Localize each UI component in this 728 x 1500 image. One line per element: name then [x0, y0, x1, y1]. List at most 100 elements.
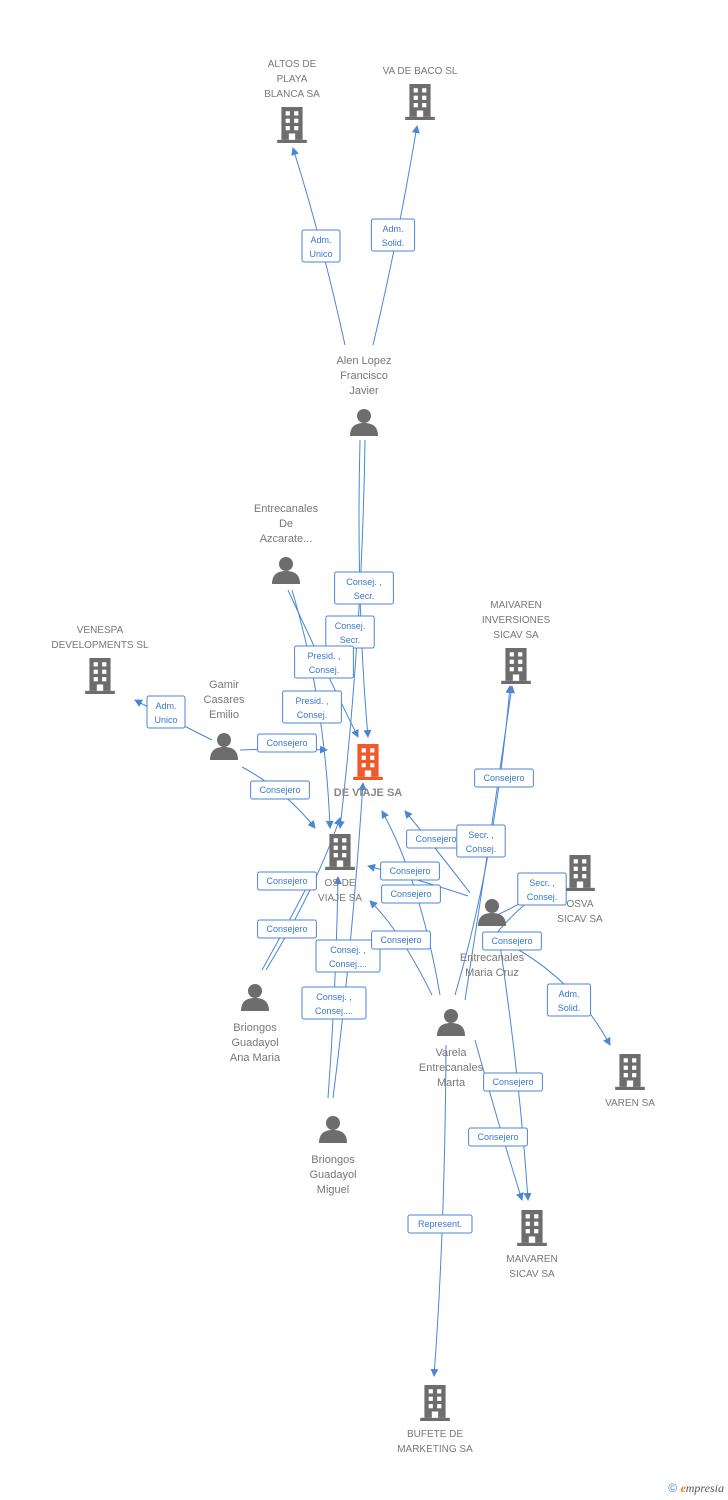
edge-label-text: Consejero — [390, 889, 431, 899]
edge-label[interactable]: Consej.Secr. — [325, 615, 375, 649]
building-icon[interactable] — [615, 1054, 645, 1090]
edge-label-text: Secr. , — [468, 830, 494, 840]
edge-label-box — [517, 872, 567, 906]
edge-label-text: Consej. , — [330, 945, 366, 955]
edge-label-box — [257, 871, 317, 891]
edge-label[interactable]: Represent. — [407, 1214, 473, 1234]
building-icon[interactable] — [85, 658, 115, 694]
building-icon[interactable] — [501, 648, 531, 684]
node-label: MARKETING SA — [397, 1444, 473, 1455]
edge-label[interactable]: Consejero — [371, 930, 431, 950]
edge-label[interactable]: Consej. , Consej.... — [315, 939, 381, 973]
edge-label[interactable]: Presid. ,Consej. — [294, 645, 354, 679]
node-label: MAIVAREN — [506, 1254, 558, 1265]
node-label: Entrecanales — [254, 503, 319, 515]
node-label: Javier — [349, 385, 379, 397]
edge-label-text: Consejero — [266, 924, 307, 934]
edge-label-text: Consejero — [491, 936, 532, 946]
edge-label-text: Secr. — [354, 591, 375, 601]
nodes-layer: ALTOS DE PLAYA BLANCA SA VA DE BACO SL Alen … — [51, 59, 655, 1455]
node-label: Briongos — [311, 1154, 355, 1166]
node-main[interactable]: DE VIAJE SA — [334, 744, 403, 799]
person-icon[interactable] — [437, 1009, 465, 1036]
edge-label[interactable]: Consejero — [250, 780, 310, 800]
building-icon[interactable] — [353, 744, 383, 780]
node-label: BLANCA SA — [264, 89, 320, 100]
edge-label[interactable]: Consejero — [381, 884, 441, 904]
edge-label-box — [370, 218, 416, 252]
edge-label[interactable]: Consejero — [257, 919, 317, 939]
node-altos[interactable]: ALTOS DE PLAYA BLANCA SA — [264, 59, 320, 143]
edge-label-text: Consejero — [266, 876, 307, 886]
edge-label[interactable]: Secr. , Consej. — [456, 824, 506, 858]
edge-label-box — [294, 645, 354, 679]
node-label: Entrecanales — [460, 952, 525, 964]
edge-label[interactable]: Consejero — [257, 871, 317, 891]
node-label: Briongos — [233, 1022, 277, 1034]
edge-label[interactable]: Adm.Solid. — [370, 218, 416, 252]
person-icon[interactable] — [350, 409, 378, 436]
building-icon[interactable] — [325, 834, 355, 870]
person-icon[interactable] — [319, 1116, 347, 1143]
node-bufete[interactable]: BUFETE DE MARKETING SA — [397, 1385, 473, 1455]
node-label: PLAYA — [277, 74, 308, 85]
edge-label[interactable]: Consejero — [483, 1072, 543, 1092]
edge-label[interactable]: Adm.Solid. — [546, 983, 592, 1017]
edge-label[interactable]: Consejero — [482, 931, 542, 951]
person-icon[interactable] — [272, 557, 300, 584]
edge-label-text: Unico — [154, 715, 177, 725]
edge-label-box — [250, 780, 310, 800]
edge-label-text: Consej. — [466, 844, 497, 854]
edge-label-text: Presid. , — [295, 696, 328, 706]
person-icon[interactable] — [241, 984, 269, 1011]
node-varen[interactable]: VAREN SA — [605, 1054, 655, 1109]
edge-label-box — [371, 930, 431, 950]
edge-varela-m-to-maivaren — [474, 1039, 524, 1201]
edge-label[interactable]: Consej. ,Consej.... — [301, 986, 367, 1020]
edge-label-text: Consej. , — [316, 992, 352, 1002]
node-label: ALTOS DE — [268, 59, 317, 70]
edge-label-text: Consej. — [335, 621, 366, 631]
node-label: VIAJE SA — [318, 893, 362, 904]
edge-label-text: Consej.... — [329, 959, 367, 969]
edge-label-text: Consejero — [389, 866, 430, 876]
edge-label[interactable]: Consejero — [257, 733, 317, 753]
edge-label[interactable]: Adm.Unico — [301, 229, 341, 263]
node-label: Guadayol — [231, 1037, 278, 1049]
building-icon[interactable] — [420, 1385, 450, 1421]
edge-label-text: Adm. — [155, 701, 176, 711]
edge-label-text: Consejero — [477, 1132, 518, 1142]
edge-label-text: Adm. — [558, 989, 579, 999]
edge-label[interactable]: Consejero — [380, 861, 440, 881]
building-icon[interactable] — [277, 107, 307, 143]
edge-label[interactable]: Secr. ,Consej. — [517, 872, 567, 906]
person-icon[interactable] — [210, 733, 238, 760]
edge-label[interactable]: Presid. ,Consej. — [282, 690, 342, 724]
node-label: BUFETE DE — [407, 1429, 463, 1440]
node-label: SICAV SA — [557, 914, 603, 925]
edge-label[interactable]: Consej. ,Secr. — [334, 571, 394, 605]
building-icon[interactable] — [517, 1210, 547, 1246]
building-icon[interactable] — [565, 855, 595, 891]
node-vadebaco[interactable]: VA DE BACO SL — [383, 66, 458, 120]
edge-label-text: Adm. — [310, 235, 331, 245]
edge-label[interactable]: Consejero — [474, 768, 534, 788]
node-entrecanales-azcarate[interactable]: EntrecanalesDeAzcarate... — [254, 503, 319, 584]
brand-logo[interactable]: empresia — [680, 1481, 724, 1495]
edge-label[interactable]: Adm. Unico — [146, 695, 186, 729]
edge-label-text: Consejero — [259, 785, 300, 795]
node-varela-mc[interactable]: VEntrecanalesMaria Cruz — [460, 899, 525, 979]
building-icon[interactable] — [405, 84, 435, 120]
edge-label[interactable]: Consejero — [468, 1127, 528, 1147]
edge-label-box — [334, 571, 394, 605]
